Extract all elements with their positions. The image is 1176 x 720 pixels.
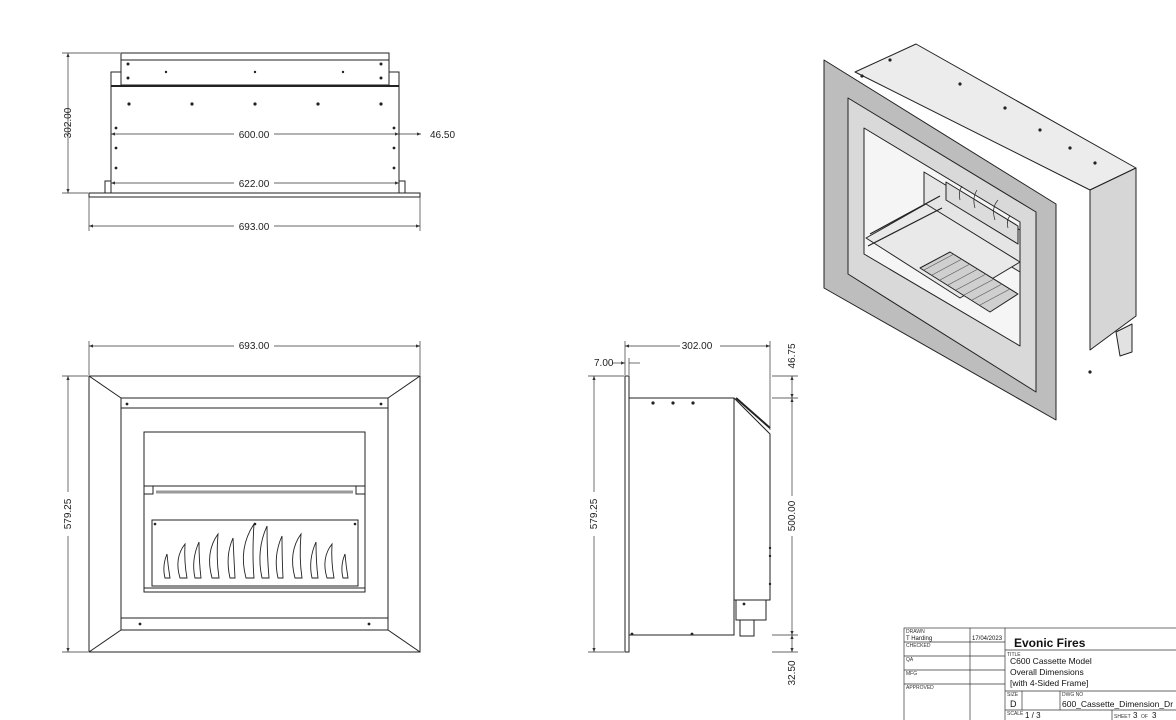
title-line-3: [with 4-Sided Frame] — [1010, 678, 1088, 688]
top-view — [88, 52, 421, 198]
side-view — [624, 375, 772, 653]
dim-top-flange-width: 622.00 — [239, 179, 270, 190]
size-label: SIZE — [1007, 692, 1019, 698]
size-value: D — [1010, 699, 1017, 709]
drawn-date: 17/04/2023 — [972, 636, 1003, 642]
dim-top-overall-width: 693.00 — [239, 222, 270, 233]
dim-side-bottom-gap: 32.50 — [787, 660, 798, 685]
dim-top-inner-width: 600.00 — [239, 130, 270, 141]
sheet-value: 3 — [1133, 711, 1138, 720]
approved-label: APPROVED — [906, 685, 934, 691]
dim-top-side-offset: 46.50 — [430, 130, 455, 141]
dim-front-overall-width: 693.00 — [239, 341, 270, 352]
scale-label: SCALE — [1007, 711, 1024, 717]
of-label: OF — [1141, 714, 1148, 720]
front-view — [88, 375, 421, 653]
dwg-no-label: DWG NO — [1062, 692, 1083, 698]
isometric-view — [823, 43, 1137, 421]
dim-side-top-gap: 46.75 — [787, 343, 798, 368]
dim-top-height: 302.00 — [63, 107, 74, 138]
qa-label: QA — [906, 657, 914, 663]
drawn-by: T Harding — [906, 636, 932, 642]
sheet-label: SHEET — [1114, 714, 1131, 720]
dwg-no-value: 600_Cassette_Dimension_Dr — [1062, 699, 1173, 709]
title-line-2: Overall Dimensions — [1010, 667, 1084, 677]
mfg-label: MFG — [906, 671, 917, 677]
drawn-label: DRAWN — [906, 629, 925, 635]
company-name: Evonic Fires — [1014, 636, 1086, 650]
dim-side-height: 579.25 — [589, 498, 600, 529]
title-label: TITLE — [1007, 652, 1021, 658]
dim-side-lip: 7.00 — [594, 358, 614, 369]
title-block — [903, 627, 1176, 720]
dim-side-body-height: 500.00 — [787, 500, 798, 531]
scale-value: 1 / 3 — [1025, 711, 1041, 720]
title-line-1: C600 Cassette Model — [1010, 656, 1092, 666]
dim-front-height: 579.25 — [63, 498, 74, 529]
checked-label: CHECKED — [906, 643, 931, 649]
sheet-total: 3 — [1152, 711, 1157, 720]
dim-side-depth: 302.00 — [682, 341, 713, 352]
